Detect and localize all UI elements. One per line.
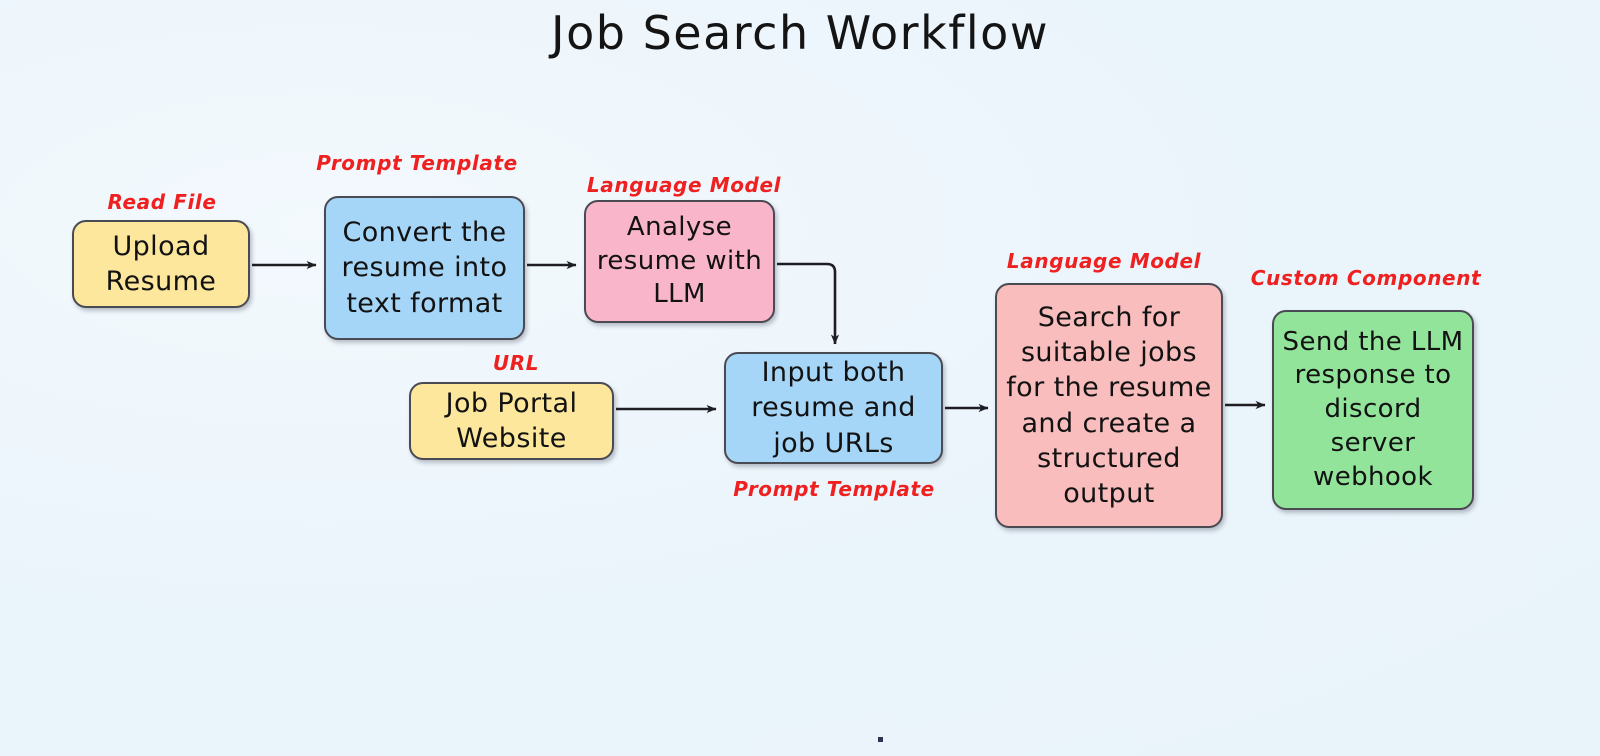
page-title: Job Search Workflow [551,6,1049,60]
tag-language-model-1: Language Model [586,173,782,197]
tag-url: URL [492,351,540,375]
stray-dot-marker [878,737,883,742]
tag-prompt-template-2: Prompt Template [733,477,935,501]
tag-prompt-template-1: Prompt Template [316,151,518,175]
node-send-discord[interactable]: Send the LLM response to discord server … [1272,310,1474,510]
node-job-portal[interactable]: Job Portal Website [409,382,614,460]
tag-language-model-2: Language Model [1006,249,1202,273]
tag-read-file: Read File [107,190,217,214]
node-analyse-resume[interactable]: Analyse resume with LLM [584,200,775,323]
node-upload-resume[interactable]: Upload Resume [72,220,250,308]
edge-analyse-to-input [777,262,840,345]
node-convert-resume[interactable]: Convert the resume into text format [324,196,525,340]
node-search-jobs[interactable]: Search for suitable jobs for the resume … [995,283,1223,528]
node-input-both[interactable]: Input both resume and job URLs [724,352,943,464]
tag-custom-component: Custom Component [1250,266,1482,290]
